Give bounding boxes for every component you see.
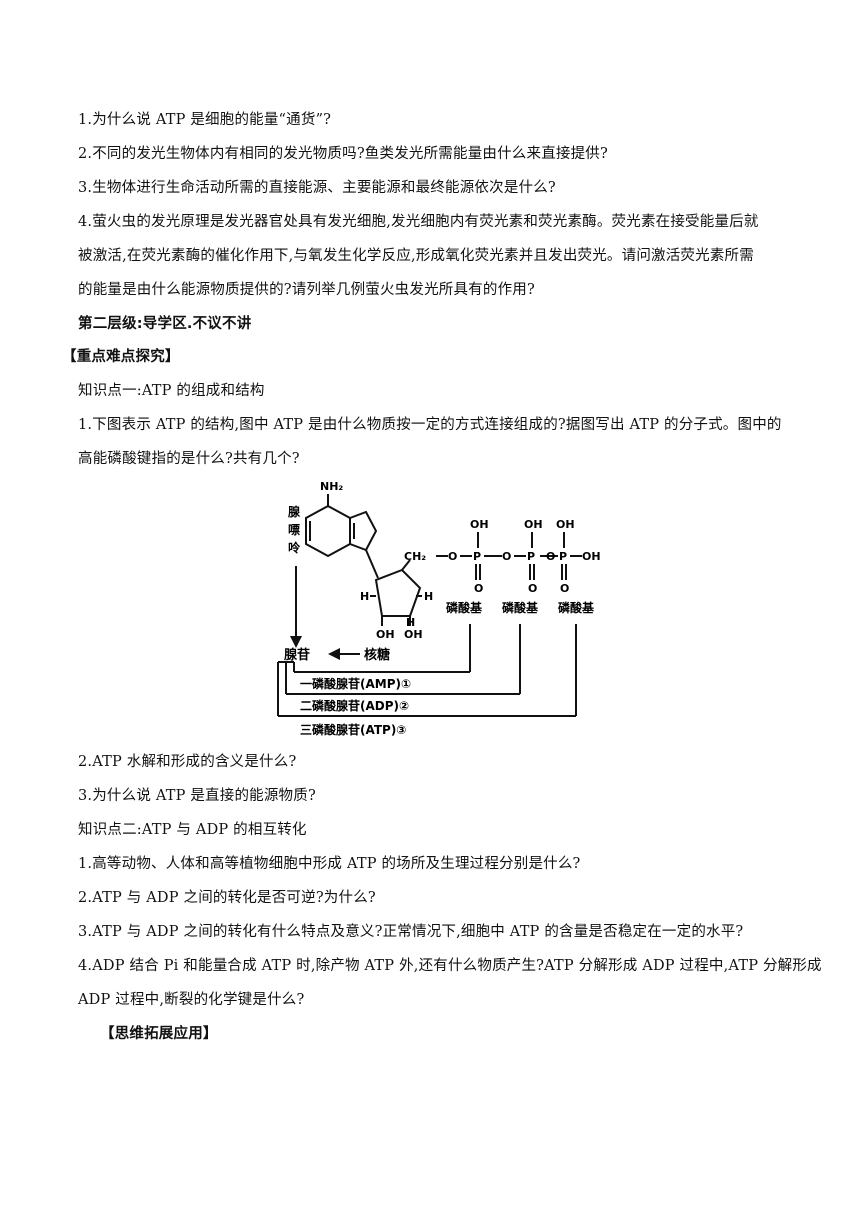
ribose-label: 核糖 [364,647,390,663]
kp2-question-1: 1.高等动物、人体和高等植物细胞中形成 ATP 的场所及生理过程分别是什么? [78,856,581,872]
phosphate-label-3: 磷酸基 [558,600,595,615]
atp-structure-diagram: NH₂ 腺 嘌 呤 CH₂ O P O P O P OH OH OH OH O … [277,480,601,737]
p3-o: O [560,582,569,595]
question-4-line-1: 4.萤火虫的发光原理是发光器官处具有发光细胞,发光细胞内有荧光素和荧光素酶。荧光… [78,214,759,230]
atp-label: 三磷酸腺苷(ATP)③ [300,722,406,737]
level2-heading: 第二层级:导学区.不议不讲 [78,316,252,332]
kp2-question-3: 3.ATP 与 ADP 之间的转化有什么特点及意义?正常情况下,细胞中 ATP … [78,924,744,940]
amp-label: 一磷酸腺苷(AMP)① [300,676,411,691]
p2-oh: OH [524,518,543,531]
terminal-oh: OH [582,550,601,563]
phosphate-label-1: 磷酸基 [446,600,483,615]
adenine-char-3: 呤 [288,540,301,555]
p2-o: O [528,582,537,595]
kp2-question-2: 2.ATP 与 ADP 之间的转化是否可逆?为什么? [78,890,376,906]
kp1-question-3: 3.为什么说 ATP 是直接的能源物质? [78,788,316,804]
ribose-h-left: H [360,590,369,603]
phosphate-label-2: 磷酸基 [502,600,539,615]
ribose-oh-right: OH [404,628,423,641]
ribose-oh-left: OH [376,628,395,641]
thinking-extension-heading: 【思维拓展应用】 [100,1026,218,1042]
bridge-o-2: O [502,550,511,563]
ribose-h-right: H [424,590,433,603]
question-3: 3.生物体进行生命活动所需的直接能源、主要能源和最终能源依次是什么? [78,180,556,196]
bridge-o-3: O [546,550,555,563]
section-key-points: 【重点难点探究】 [62,349,180,365]
p1-oh: OH [470,518,489,531]
kp2-question-4-line-2: ADP 过程中,断裂的化学键是什么? [78,992,305,1008]
question-4-line-3: 的能量是由什么能源物质提供的?请列举几例萤火虫发光所具有的作用? [78,282,535,298]
kp1-question-1-line-2: 高能磷酸键指的是什么?共有几个? [78,451,300,467]
question-2: 2.不同的发光生物体内有相同的发光物质吗?鱼类发光所需能量由什么来直接提供? [78,146,608,162]
phosphorus-2: P [527,550,535,563]
nh2-label: NH₂ [320,480,343,493]
adenosine-label: 腺苷 [284,647,310,663]
kp2-question-4-line-1: 4.ADP 结合 Pi 和能量合成 ATP 时,除产物 ATP 外,还有什么物质… [78,958,822,974]
knowledge-point-1-title: 知识点一:ATP 的组成和结构 [78,383,265,399]
ch2-label: CH₂ [404,550,426,563]
p1-o: O [474,582,483,595]
bridge-o-1: O [448,550,457,563]
question-4-line-2: 被激活,在荧光素酶的催化作用下,与氧发生化学反应,形成氧化荧光素并且发出荧光。请… [78,248,754,264]
knowledge-point-2-title: 知识点二:ATP 与 ADP 的相互转化 [78,822,307,838]
kp1-question-1-line-1: 1.下图表示 ATP 的结构,图中 ATP 是由什么物质按一定的方式连接组成的?… [78,417,782,433]
adp-label: 二磷酸腺苷(ADP)② [300,698,409,713]
p3-oh: OH [556,518,575,531]
adenine-char-1: 腺 [288,504,301,519]
question-1: 1.为什么说 ATP 是细胞的能量“通货”? [78,112,332,128]
kp1-question-2: 2.ATP 水解和形成的含义是什么? [78,754,297,770]
phosphorus-3: P [559,550,567,563]
adenine-char-2: 嘌 [288,523,300,537]
arrow-left-head [328,648,340,660]
arrow-down-head [290,636,302,648]
phosphorus-1: P [473,550,481,563]
ribose-h-bottom: H [406,616,415,629]
